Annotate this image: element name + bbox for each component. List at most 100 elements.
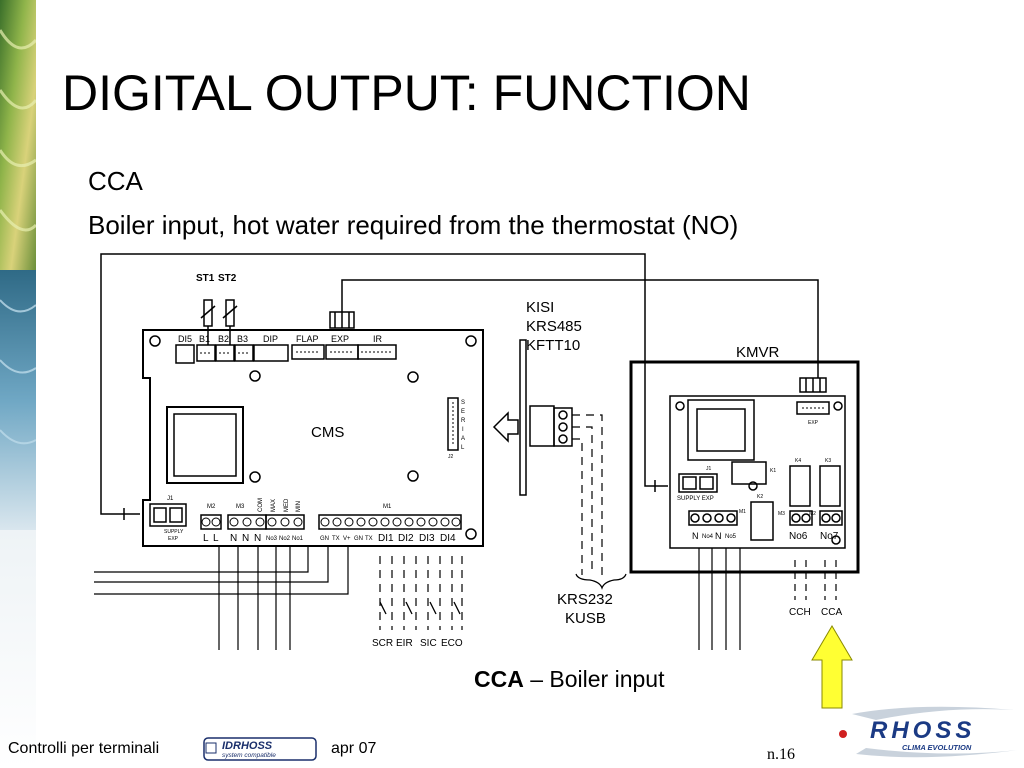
cms-terminal-label: L [213, 533, 219, 544]
cms-terminal-label: No3 [266, 536, 278, 542]
scr-label: SCR [372, 638, 393, 649]
cms-terminal-label: N [230, 533, 237, 544]
dip-switch [253, 344, 289, 362]
cms-hole [149, 335, 161, 347]
com-label: COM [258, 498, 264, 512]
kisi-label: KISI [526, 299, 554, 316]
cms-hole [407, 371, 419, 383]
kisi-card [519, 339, 527, 496]
cms-transformer-core [173, 413, 237, 477]
cms-hole [465, 528, 477, 540]
kmvr-m1-terminals [688, 510, 738, 526]
wire-loop-cms [100, 253, 668, 515]
b3-connector [234, 344, 254, 362]
cms-terminal-label: TX [365, 536, 373, 542]
kmvr-k4-label: K4 [795, 458, 801, 464]
flap-label: FLAP [296, 334, 319, 344]
cms-terminal-label: No2 [279, 536, 291, 542]
kmvr-transformer [687, 399, 755, 461]
cms-terminal-label: GN [354, 536, 363, 542]
idrhoss-logo-top: IDRHOSS [222, 740, 273, 752]
cms-board [142, 329, 484, 547]
kmvr-enclosure [629, 360, 860, 574]
side-image-strip [0, 0, 36, 768]
sic-label: SIC [420, 638, 437, 649]
cms-hole [249, 370, 261, 382]
no7-label: No7 [820, 531, 839, 542]
cms-j1-supply: SUPPLY [164, 529, 184, 535]
kisi-terminal-block [553, 407, 573, 447]
kmvr-m3-terminal [789, 510, 813, 526]
kmvr-j1-connector [678, 473, 718, 493]
di5-label: DI5 [178, 334, 192, 344]
ir-connector [357, 344, 397, 360]
m2-label: M2 [207, 504, 216, 510]
m3-label: M3 [236, 504, 245, 510]
cms-terminal-label: N [254, 533, 261, 544]
kmvr-supply-exp-label: SUPPLY EXP [677, 496, 714, 502]
cms-hole [465, 335, 477, 347]
cms-terminal-label: N [242, 533, 249, 544]
krs232-brace [575, 573, 627, 590]
rhoss-logo: RHOSS CLIMA EVOLUTION [839, 706, 1018, 758]
cms-bottom-terminals [200, 514, 462, 530]
min-label: MIN [296, 501, 302, 512]
cca-highlight-arrow [811, 625, 853, 709]
dip-label: DIP [263, 334, 278, 344]
serial-letter: S [461, 400, 465, 406]
kmvr-terminal-label: N [692, 531, 699, 541]
kusb-label: KUSB [565, 610, 606, 627]
kmvr-j1-label: J1 [706, 466, 712, 472]
kmvr-k1-relay [731, 461, 767, 485]
cms-j1-exp: EXP [168, 536, 179, 542]
exp-label: EXP [331, 334, 349, 344]
caption-bold: CCA [474, 666, 524, 692]
cms-j1-connector [149, 503, 187, 527]
j2-label: J2 [448, 454, 454, 460]
st1-sensor [203, 299, 213, 327]
b2-connector [215, 344, 235, 362]
page-number: n.16 [767, 746, 795, 763]
kmvr-m3-label: M3 [778, 511, 785, 517]
cms-terminal-label: TX [332, 536, 340, 542]
kmvr-exp-connector [796, 401, 830, 415]
cms-terminal-label: No1 [292, 536, 304, 542]
idrhoss-logo: IDRHOSS system compatible [203, 737, 317, 761]
kmvr-terminal-label: N [715, 531, 722, 541]
cms-terminal-label: DI4 [440, 533, 456, 544]
b3-label: B3 [237, 334, 248, 344]
flap-connector [291, 344, 325, 360]
kmvr-k3-relay [819, 465, 841, 507]
serial-letter: E [461, 409, 465, 415]
j2-serial-connector [447, 397, 459, 451]
cms-label: CMS [311, 424, 344, 441]
slide-title: DIGITAL OUTPUT: FUNCTION [62, 65, 751, 121]
kmvr-exp-label: EXP [808, 420, 819, 426]
footer-date: apr 07 [331, 740, 377, 757]
kisi-connector [529, 405, 555, 447]
cms-transformer [166, 406, 244, 484]
cch-label: CCH [789, 607, 811, 618]
kmvr-label: KMVR [736, 344, 780, 361]
cms-terminal-label: DI1 [378, 533, 394, 544]
serial-letter: A [461, 436, 465, 442]
cms-hole [249, 471, 261, 483]
kmvr-m2-terminal [819, 510, 843, 526]
cca-output-label: CCA [821, 607, 842, 618]
max-label: MAX [271, 499, 277, 512]
cms-terminal-labels: L L N N N No3 No2 No1 GN TX V+ GN TX DI1… [203, 533, 456, 544]
st2-label: ST2 [218, 273, 237, 284]
krs485-label: KRS485 [526, 318, 582, 335]
st2-sensor [225, 299, 235, 327]
footer-text: Controlli per terminali [8, 740, 160, 757]
kmvr-k3-label: K3 [825, 458, 831, 464]
cms-terminal-label: V+ [343, 536, 351, 542]
wire-exp-to-kmvr [341, 279, 819, 378]
serial-letters: S E R I A L [461, 400, 466, 451]
kmvr-m1-label: M1 [739, 509, 746, 515]
kisi-arrow [492, 411, 519, 443]
kmvr-m2-label: M2 [809, 511, 816, 517]
serial-letter: I [462, 427, 464, 433]
subtitle-description: Boiler input, hot water required from th… [88, 210, 739, 240]
